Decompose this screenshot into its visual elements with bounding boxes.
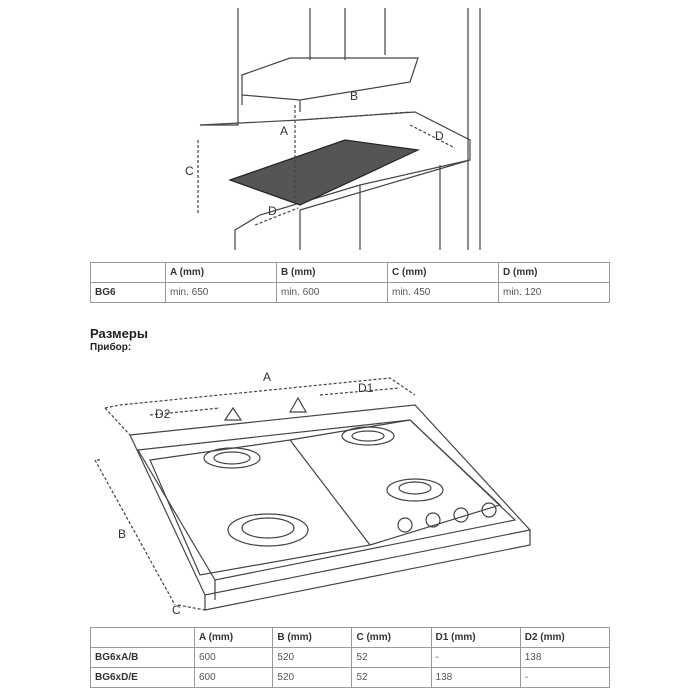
table-cell: 520 [272, 647, 353, 668]
dim-label-d1: D1 [358, 381, 374, 395]
dim-label-c: C [185, 164, 194, 178]
table-cell: min. 650 [165, 282, 277, 303]
row-label: BG6 [90, 282, 166, 303]
dim-label-d2: D2 [155, 407, 171, 421]
table-cell: 520 [272, 667, 353, 688]
dim-label-b: B [118, 527, 126, 541]
table-row: BG6xD/E 600 520 52 138 - [90, 667, 611, 688]
dimensions-table: A (mm) B (mm) C (mm) D1 (mm) D2 (mm) BG6… [90, 627, 611, 688]
clearance-table: A (mm) B (mm) C (mm) D (mm) BG6 min. 650… [90, 262, 610, 303]
table-row: BG6 min. 650 min. 600 min. 450 min. 120 [90, 282, 610, 303]
table-cell: 600 [193, 647, 274, 668]
table-cell: 52 [351, 647, 432, 668]
table-cell: min. 600 [276, 282, 388, 303]
section-title: Размеры [90, 326, 148, 341]
section-subtitle: Прибор: [90, 342, 132, 353]
header-cell: C (mm) [351, 627, 432, 648]
table-header-row: A (mm) B (mm) C (mm) D (mm) [90, 262, 610, 283]
header-cell: D (mm) [498, 262, 610, 283]
table-cell: - [519, 667, 611, 688]
header-cell: C (mm) [387, 262, 499, 283]
table-cell: 52 [351, 667, 432, 688]
header-cell: D2 (mm) [519, 627, 611, 648]
table-cell: 138 [430, 667, 521, 688]
table-cell: min. 120 [498, 282, 610, 303]
header-cell: D1 (mm) [430, 627, 521, 648]
dim-label-b: B [350, 89, 358, 103]
header-cell: A (mm) [193, 627, 274, 648]
hob-diagram [93, 377, 532, 611]
row-label: BG6xA/B [90, 647, 195, 668]
row-label: BG6xD/E [90, 667, 195, 688]
table-cell: min. 450 [387, 282, 499, 303]
table-cell: 138 [519, 647, 611, 668]
table-cell: 600 [193, 667, 274, 688]
header-cell: B (mm) [276, 262, 388, 283]
dim-label-d-front: D [268, 204, 277, 218]
dim-label-c: C [172, 603, 181, 617]
dim-label-d-side: D [435, 129, 444, 143]
dim-label-a: A [263, 370, 271, 384]
header-cell: B (mm) [272, 627, 353, 648]
header-cell: A (mm) [165, 262, 277, 283]
table-header-row: A (mm) B (mm) C (mm) D1 (mm) D2 (mm) [90, 627, 611, 648]
header-cell [90, 627, 195, 648]
dim-label-a: A [280, 124, 288, 138]
table-cell: - [430, 647, 521, 668]
header-cell [90, 262, 166, 283]
table-row: BG6xA/B 600 520 52 - 138 [90, 647, 611, 668]
